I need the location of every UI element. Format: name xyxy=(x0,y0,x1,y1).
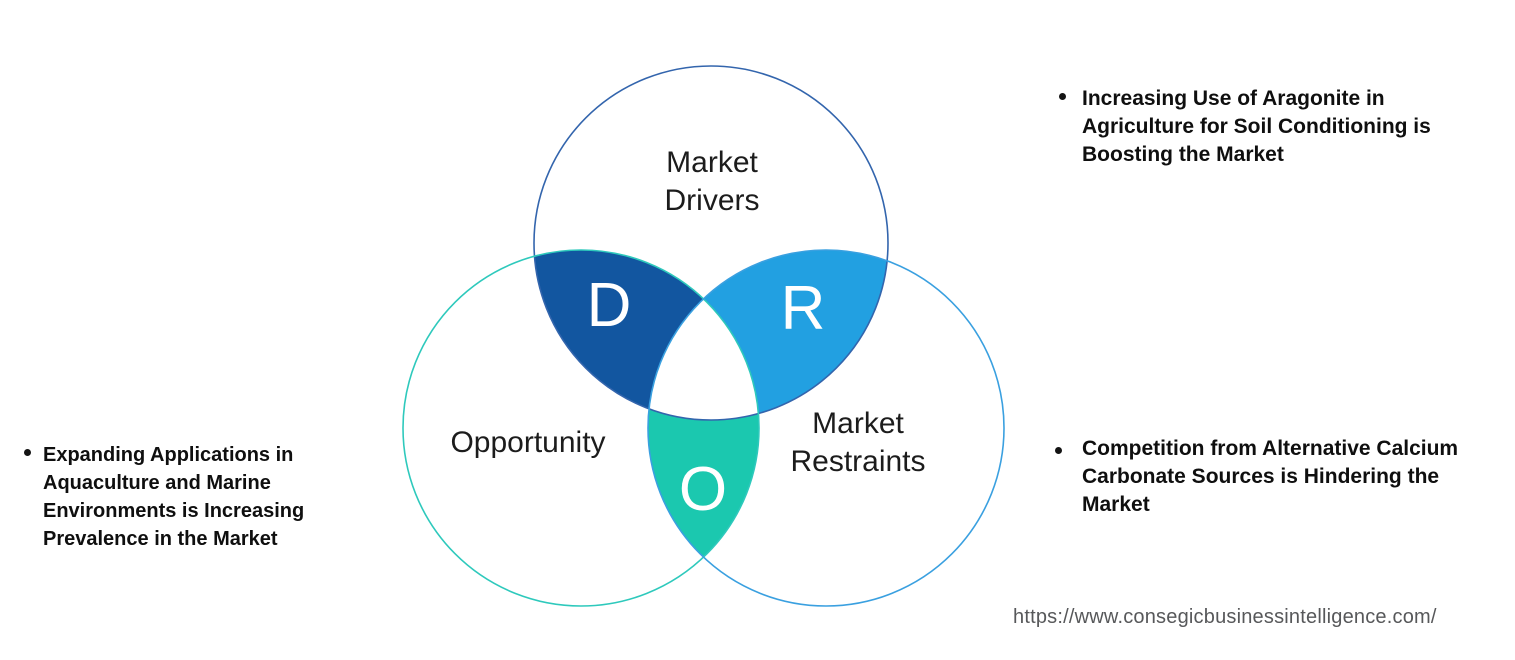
letter-r: R xyxy=(781,274,826,343)
bullet-driver: Increasing Use of Aragonite in Agricultu… xyxy=(1059,85,1431,169)
bullet-opportunity-line: Aquaculture and Marine xyxy=(43,472,271,494)
region-d xyxy=(534,250,759,420)
label-market-restraints-line1: Market xyxy=(812,407,904,440)
bullet-restraint: Competition from Alternative Calcium Car… xyxy=(1055,435,1458,519)
bullet-driver-line: Increasing Use of Aragonite in xyxy=(1082,87,1385,110)
bullet-driver-line: Boosting the Market xyxy=(1082,143,1284,166)
circle-restraints-outline xyxy=(647,249,1005,607)
bullet-dot-icon xyxy=(24,449,31,456)
region-r xyxy=(648,250,888,420)
bullet-restraint-line: Competition from Alternative Calcium xyxy=(1082,437,1459,460)
bullet-opportunity-line: Expanding Applications in xyxy=(43,444,294,466)
bullet-dot-icon xyxy=(1055,447,1062,454)
bullet-opportunity: Expanding Applications in Aquaculture an… xyxy=(24,441,304,553)
letter-o: O xyxy=(679,455,727,524)
label-opportunity: Opportunity xyxy=(450,426,605,459)
circle-opportunity-outline xyxy=(402,249,760,607)
footer-url: https://www.consegicbusinessintelligence… xyxy=(1013,606,1437,628)
bullet-driver-line: Agriculture for Soil Conditioning is xyxy=(1082,115,1431,138)
bullet-restraint-line: Market xyxy=(1082,493,1150,516)
bullet-dot-icon xyxy=(1059,93,1066,100)
bullet-opportunity-line: Prevalence in the Market xyxy=(43,528,278,550)
label-market-drivers-line1: Market xyxy=(666,146,758,179)
bullet-opportunity-line: Environments is Increasing xyxy=(43,500,305,522)
circle-drivers-outline xyxy=(533,65,889,421)
bullet-restraint-line: Carbonate Sources is Hindering the xyxy=(1082,465,1440,488)
label-market-restraints-line2: Restraints xyxy=(790,445,925,478)
label-market-drivers-line2: Drivers xyxy=(665,184,760,217)
letter-d: D xyxy=(587,271,632,340)
